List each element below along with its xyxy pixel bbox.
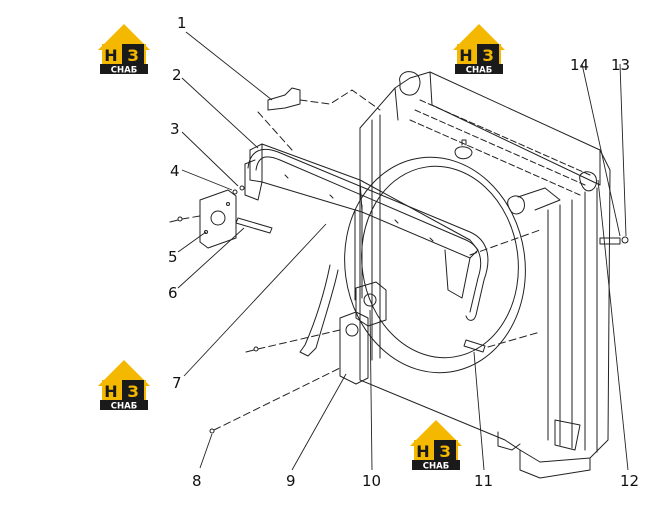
callout-2: 2 — [172, 66, 182, 84]
top-clip — [267, 87, 301, 111]
leader-lines — [177, 31, 629, 471]
watermark-logo: Н З СНАБ — [449, 20, 509, 76]
house-logo-icon: Н З СНАБ — [410, 420, 462, 472]
svg-text:СНАБ: СНАБ — [111, 402, 137, 412]
svg-text:З: З — [127, 382, 138, 401]
callout-3: 3 — [170, 120, 180, 138]
callout-10: 10 — [362, 472, 381, 490]
lower-bar — [463, 339, 486, 353]
house-logo-icon: Н З СНАБ — [453, 24, 505, 76]
spacer-bar — [235, 217, 273, 234]
callout-1: 1 — [177, 14, 187, 32]
callout-5: 5 — [168, 248, 178, 266]
svg-text:Н: Н — [104, 46, 117, 65]
bolts — [169, 185, 629, 434]
watermark-logo: Н З СНАБ — [406, 416, 466, 472]
left-mount-plate — [199, 189, 237, 249]
callout-8: 8 — [192, 472, 202, 490]
watermark-logo: Н З СНАБ — [94, 356, 154, 412]
callout-11: 11 — [474, 472, 493, 490]
callout-9: 9 — [286, 472, 296, 490]
radiator-body — [359, 71, 611, 479]
svg-text:СНАБ: СНАБ — [423, 462, 449, 472]
svg-text:Н: Н — [416, 442, 429, 461]
lower-hose — [299, 264, 339, 357]
house-logo-icon: Н З СНАБ — [98, 360, 150, 412]
svg-text:Н: Н — [459, 46, 472, 65]
svg-text:Н: Н — [104, 382, 117, 401]
lower-side-plate — [339, 281, 387, 385]
svg-text:СНАБ: СНАБ — [111, 66, 137, 76]
svg-text:СНАБ: СНАБ — [466, 66, 492, 76]
callout-6: 6 — [168, 284, 178, 302]
callout-13: 13 — [611, 56, 630, 74]
arc-bracket — [247, 148, 489, 321]
top-tank — [399, 71, 597, 215]
callout-7: 7 — [172, 374, 182, 392]
watermark-logo: Н З СНАБ — [94, 20, 154, 76]
callout-14: 14 — [570, 56, 589, 74]
svg-text:З: З — [439, 442, 450, 461]
callout-4: 4 — [170, 162, 180, 180]
callout-12: 12 — [620, 472, 639, 490]
fan-shroud — [344, 156, 526, 374]
svg-text:З: З — [482, 46, 493, 65]
svg-text:З: З — [127, 46, 138, 65]
assembly-lines — [181, 89, 541, 431]
house-logo-icon: Н З СНАБ — [98, 24, 150, 76]
